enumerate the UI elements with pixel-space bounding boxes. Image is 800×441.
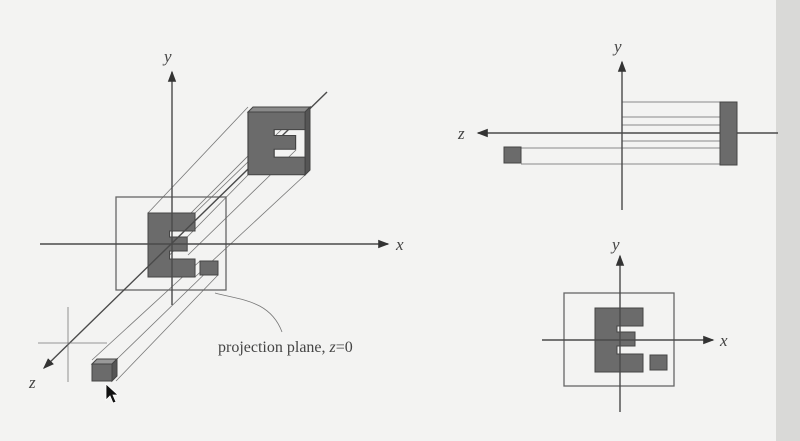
page-edge	[776, 0, 800, 441]
3d-e-object	[246, 105, 312, 177]
front-y-label: y	[610, 235, 620, 254]
projection-plane-caption: projection plane, z=0	[218, 339, 353, 356]
side-square-profile	[503, 146, 522, 164]
y-axis-label: y	[162, 47, 172, 66]
projected-square	[199, 260, 219, 276]
mouse-cursor-icon	[105, 383, 120, 404]
side-z-label: z	[457, 124, 465, 143]
front-x-label: x	[719, 331, 728, 350]
side-view: y z	[457, 37, 778, 210]
leader-line	[214, 292, 283, 333]
front-view: y x	[542, 235, 728, 412]
z-axis	[42, 91, 328, 369]
cube	[90, 357, 119, 383]
front-square	[649, 354, 668, 371]
side-y-label: y	[612, 37, 622, 56]
z-axis-label: z	[28, 373, 36, 392]
side-e-profile	[719, 101, 738, 166]
perspective-view: y x z projection plane, z=0	[28, 47, 404, 404]
x-axis-label: x	[395, 235, 404, 254]
